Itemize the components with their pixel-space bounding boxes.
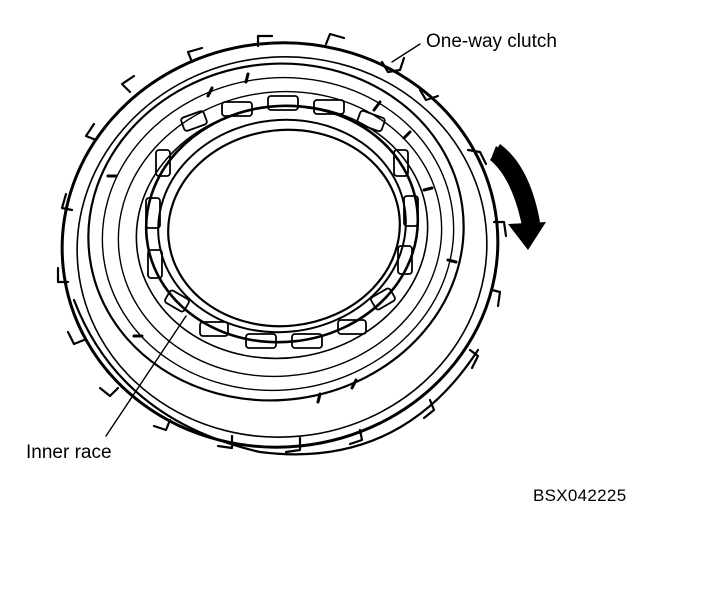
rotation-arrow-icon [490,144,546,250]
outer-housing [60,41,500,456]
middle-rings [87,62,465,402]
inner-race-leader-line [105,315,187,437]
inner-race-label: Inner race [26,442,112,463]
outer-teeth [56,32,508,454]
figure-code-label: BSX042225 [533,486,627,505]
ring-tick-marks [106,72,458,404]
inner-race-cage [144,95,420,349]
one-way-clutch-label: One-way clutch [426,31,557,52]
clutch-leader-line [391,43,421,63]
